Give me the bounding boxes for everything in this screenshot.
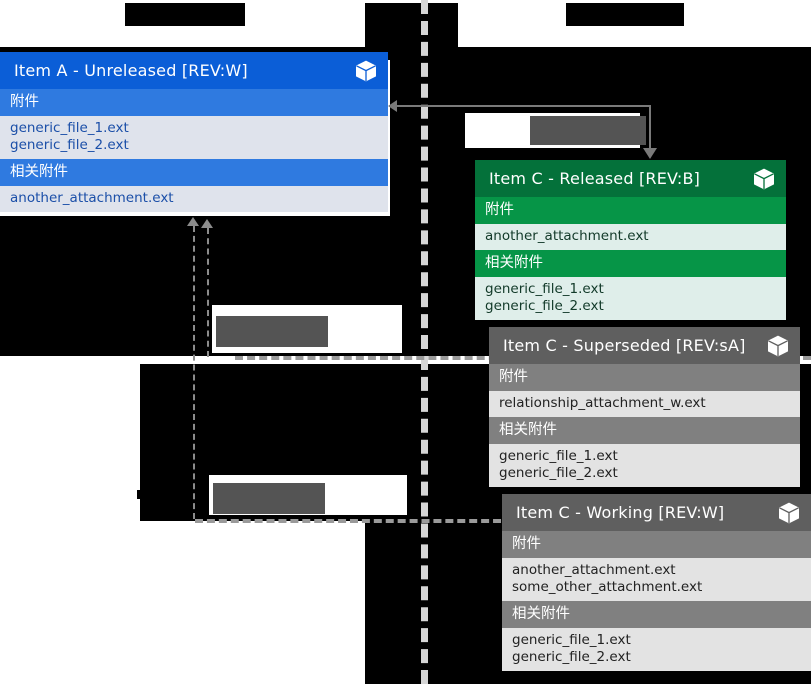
- section-body-attachments: relationship_attachment_w.ext: [489, 391, 800, 417]
- section-header-attachments: 附件: [0, 89, 388, 116]
- attachment-file[interactable]: generic_file_1.ext: [485, 281, 604, 297]
- attachment-file[interactable]: generic_file_1.ext: [512, 632, 631, 648]
- attachment-file[interactable]: another_attachment.ext: [485, 228, 649, 244]
- section-body-attachments: another_attachment.ext: [475, 224, 786, 250]
- connector-vertical-to-item-c: [649, 105, 651, 150]
- card-item-c-superseded[interactable]: Item C - Superseded [REV:sA] 附件 relation…: [489, 327, 800, 487]
- redacted-block-top-mid: [365, 3, 458, 47]
- card-title-bar: Item C - Working [REV:W]: [502, 494, 811, 531]
- redacted-block-top-right: [566, 3, 684, 26]
- cube-icon: [768, 335, 788, 356]
- card-title-text: Item C - Working [REV:W]: [516, 503, 725, 522]
- cube-icon: [779, 502, 799, 523]
- section-header-related-attachments: 相关附件: [489, 417, 800, 444]
- attachment-file[interactable]: generic_file_2.ext: [485, 298, 604, 314]
- section-header-related-attachments: 相关附件: [502, 601, 811, 628]
- placeholder-group-mid-fg: [216, 316, 328, 347]
- card-item-c-working[interactable]: Item C - Working [REV:W] 附件 another_atta…: [502, 494, 811, 671]
- connector-horizontal-to-item-a: [396, 105, 651, 107]
- attachment-file[interactable]: generic_file_2.ext: [499, 465, 618, 481]
- placeholder-group-low-fg: [213, 483, 325, 514]
- cube-icon: [754, 168, 774, 189]
- connector-arrowhead-up-right: [201, 219, 213, 228]
- section-body-related-attachments: generic_file_1.ext generic_file_2.ext: [489, 444, 800, 487]
- card-title-text: Item C - Released [REV:B]: [489, 169, 701, 188]
- section-header-attachments: 附件: [489, 364, 800, 391]
- card-title-text: Item C - Superseded [REV:sA]: [503, 336, 746, 355]
- placeholder-group-upper-fg: [530, 116, 646, 145]
- card-title-bar: Item C - Released [REV:B]: [475, 160, 786, 197]
- attachment-file[interactable]: some_other_attachment.ext: [512, 579, 703, 595]
- section-body-related-attachments: generic_file_1.ext generic_file_2.ext: [502, 628, 811, 671]
- card-title-text: Item A - Unreleased [REV:W]: [14, 61, 248, 80]
- section-body-related-attachments: another_attachment.ext: [0, 186, 388, 212]
- card-title-bar: Item C - Superseded [REV:sA]: [489, 327, 800, 364]
- section-header-related-attachments: 相关附件: [475, 250, 786, 277]
- attachment-file[interactable]: another_attachment.ext: [10, 190, 174, 206]
- attachment-file[interactable]: generic_file_2.ext: [10, 137, 129, 153]
- card-title-bar: Item A - Unreleased [REV:W]: [0, 52, 388, 89]
- attachment-file[interactable]: relationship_attachment_w.ext: [499, 395, 706, 411]
- connector-arrowhead-down: [643, 148, 657, 159]
- section-header-related-attachments: 相关附件: [0, 159, 388, 186]
- cube-icon: [356, 60, 376, 81]
- swimlane-divider-vertical: [421, 0, 428, 684]
- section-header-attachments: 附件: [502, 531, 811, 558]
- redacted-block-top-left: [125, 3, 245, 26]
- connector-dashed-left: [193, 226, 195, 519]
- attachment-file[interactable]: generic_file_2.ext: [512, 649, 631, 665]
- attachment-file[interactable]: generic_file_1.ext: [499, 448, 618, 464]
- attachment-file[interactable]: another_attachment.ext: [512, 562, 676, 578]
- connector-arrowhead-up-left: [187, 217, 199, 226]
- card-item-c-released[interactable]: Item C - Released [REV:B] 附件 another_att…: [475, 160, 786, 320]
- section-body-attachments: generic_file_1.ext generic_file_2.ext: [0, 116, 388, 159]
- section-body-attachments: another_attachment.ext some_other_attach…: [502, 558, 811, 601]
- connector-dashed-right: [207, 228, 209, 357]
- section-body-related-attachments: generic_file_1.ext generic_file_2.ext: [475, 277, 786, 320]
- card-item-a-unreleased[interactable]: Item A - Unreleased [REV:W] 附件 generic_f…: [0, 52, 388, 212]
- redacted-tick-left: [137, 490, 147, 499]
- section-header-attachments: 附件: [475, 197, 786, 224]
- attachment-file[interactable]: generic_file_1.ext: [10, 120, 129, 136]
- connector-arrowhead-left: [388, 100, 397, 112]
